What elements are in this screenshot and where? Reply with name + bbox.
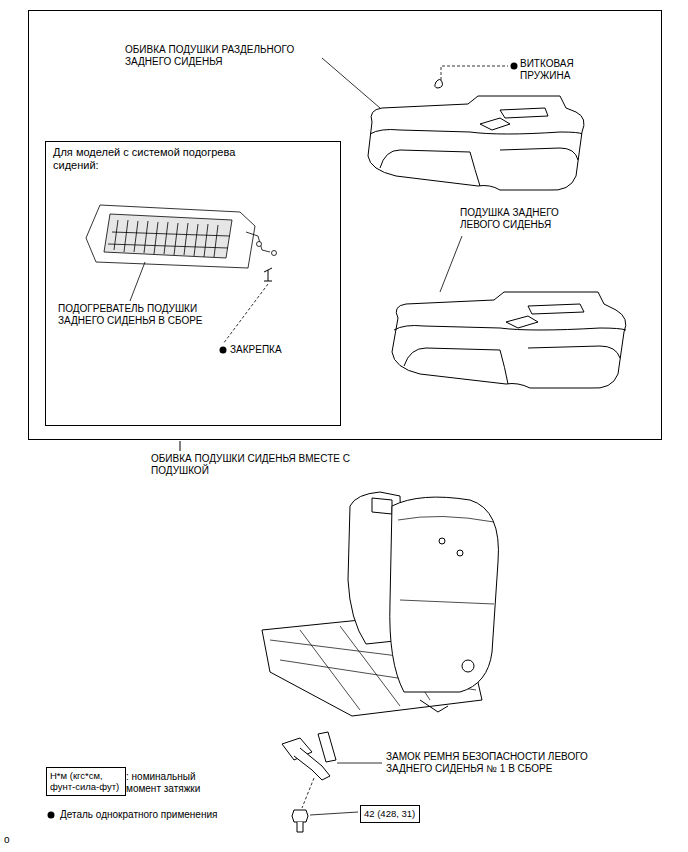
split-cushion-cover xyxy=(500,108,548,118)
left-cushion xyxy=(404,348,508,384)
bolt xyxy=(297,822,303,832)
left-cushion xyxy=(394,326,626,331)
left-cushion xyxy=(392,292,626,388)
leader-lines xyxy=(130,262,145,301)
buckle xyxy=(282,732,336,780)
clip xyxy=(264,268,272,281)
torque-legend-box: Н*м (кгс*см, фунт-сила-фут) xyxy=(46,767,126,796)
heater-option-box: Для моделей с системой подогрева сидений… xyxy=(45,141,341,426)
part-label: ЗАМОК РЕМНЯ БЕЗОПАСНОСТИ ЛЕВОГО ЗАДНЕГО … xyxy=(386,751,626,775)
bolt xyxy=(292,810,308,822)
rear-seat xyxy=(390,497,499,692)
left-cushion xyxy=(392,292,626,388)
split-cushion-cover xyxy=(480,118,510,130)
split-cushion-cover xyxy=(380,150,480,186)
left-cushion xyxy=(506,316,538,328)
legend-symbol xyxy=(48,812,55,819)
leader-lines xyxy=(441,66,508,80)
clip xyxy=(264,268,272,281)
page-mark: o xyxy=(4,834,10,846)
rear-seat xyxy=(457,550,463,556)
legend-note: : номинальный момент затяжки xyxy=(126,771,226,795)
torque-value-box: 42 (428, 31) xyxy=(360,805,420,823)
box-heading: Н*м (кгс*см, фунт-сила-фут) xyxy=(50,770,122,793)
rear-seat xyxy=(398,516,494,604)
left-cushion xyxy=(528,346,620,358)
box-heading: Для моделей с системой подогрева сидений… xyxy=(53,146,258,172)
seat-heater xyxy=(108,232,230,248)
inset-frame-leader xyxy=(180,441,181,451)
leader-lines xyxy=(322,58,380,108)
legend-symbol xyxy=(48,812,55,819)
split-cushion-cover xyxy=(368,96,584,190)
box-heading: ОБИВКА ПОДУШКИ СИДЕНЬЯ ВМЕСТЕ С ПОДУШКОЙ xyxy=(151,453,366,477)
coil-spring xyxy=(435,80,443,89)
seat-heater xyxy=(257,242,262,247)
bolt xyxy=(292,810,308,832)
part-label: ОБИВКА ПОДУШКИ РАЗДЕЛЬНОГО ЗАДНЕГО СИДЕН… xyxy=(125,44,325,68)
rear-seat xyxy=(439,538,445,544)
seat-heater xyxy=(104,214,232,258)
inset-frame-leader xyxy=(180,441,181,451)
rear-seat xyxy=(462,660,474,672)
seat-heater xyxy=(246,232,270,252)
buckle xyxy=(318,732,336,762)
leader-lines xyxy=(223,284,268,344)
leader-lines xyxy=(302,778,314,808)
leader-lines xyxy=(130,58,508,815)
part-label: ВИТКОВАЯ ПРУЖИНА xyxy=(520,58,600,82)
seat-heater xyxy=(86,205,255,268)
rear-seat xyxy=(262,492,498,716)
split-cushion-cover xyxy=(500,148,578,160)
legend-text: Деталь однократного применения xyxy=(60,809,217,821)
rear-seat xyxy=(420,700,448,712)
rear-seat xyxy=(372,498,392,514)
split-cushion-cover xyxy=(368,96,584,190)
single-use-marks xyxy=(511,63,518,70)
seat-heater xyxy=(114,220,218,257)
leader-lines xyxy=(440,236,462,292)
split-cushion-cover xyxy=(370,130,582,135)
seat-heater xyxy=(86,205,277,268)
part-label: ЗАКРЕПКА xyxy=(230,344,282,356)
leader-lines xyxy=(337,763,382,764)
coil-spring xyxy=(435,80,443,89)
single-use-marks xyxy=(220,347,227,354)
left-cushion xyxy=(528,304,584,314)
part-label: ПОДУШКА ЗАДНЕГО ЛЕВОГО СИДЕНЬЯ xyxy=(460,207,590,231)
seat-heater xyxy=(272,251,277,256)
box-heading: 42 (428, 31) xyxy=(364,808,416,819)
leader-lines xyxy=(310,812,358,815)
part-label: ПОДОГРЕВАТЕЛЬ ПОДУШКИ ЗАДНЕГО СИДЕНЬЯ В … xyxy=(58,303,218,327)
